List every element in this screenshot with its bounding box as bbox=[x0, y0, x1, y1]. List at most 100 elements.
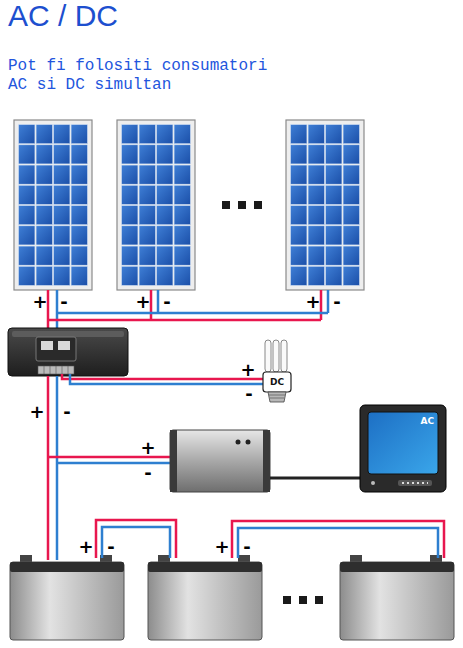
solar-cell bbox=[139, 185, 155, 204]
dot bbox=[254, 201, 262, 209]
solar-cell bbox=[157, 185, 173, 204]
solar-cell bbox=[19, 226, 35, 245]
solar-cell bbox=[174, 206, 190, 225]
panel-frame bbox=[286, 120, 364, 290]
solar-cell bbox=[36, 226, 52, 245]
solar-cell bbox=[19, 206, 35, 225]
solar-cell bbox=[139, 145, 155, 164]
polarity-mark: + bbox=[29, 402, 44, 422]
solar-panel bbox=[117, 120, 195, 290]
solar-panel bbox=[286, 120, 364, 290]
solar-cell bbox=[36, 125, 52, 144]
solar-cell bbox=[54, 266, 70, 285]
battery-lid bbox=[10, 562, 124, 572]
solar-cell bbox=[139, 125, 155, 144]
solar-cell bbox=[174, 185, 190, 204]
solar-cell bbox=[19, 145, 35, 164]
polarity-mark: + bbox=[305, 292, 320, 312]
blue-wire bbox=[56, 290, 59, 328]
battery-body bbox=[148, 562, 262, 640]
page-title: AC / DC bbox=[8, 0, 118, 32]
solar-cell bbox=[54, 206, 70, 225]
charge-controller bbox=[8, 328, 128, 376]
battery-lid bbox=[340, 562, 454, 572]
dot bbox=[315, 596, 323, 604]
polarity-mark: - bbox=[107, 537, 114, 557]
display-segment bbox=[58, 341, 70, 350]
solar-cell bbox=[71, 165, 87, 184]
tv-buttons bbox=[402, 482, 428, 484]
solar-cell bbox=[291, 145, 307, 164]
solar-cell bbox=[54, 165, 70, 184]
polarity-mark: + bbox=[140, 438, 155, 458]
lamp-screw bbox=[268, 392, 286, 402]
tv-body bbox=[360, 405, 446, 492]
solar-cell bbox=[122, 266, 138, 285]
solar-cell bbox=[343, 266, 359, 285]
controller-bevel bbox=[12, 331, 124, 337]
solar-cell bbox=[122, 206, 138, 225]
solar-cell bbox=[174, 125, 190, 144]
solar-cell bbox=[54, 125, 70, 144]
solar-cell bbox=[36, 165, 52, 184]
polarity-mark: + bbox=[135, 292, 150, 312]
dot bbox=[238, 201, 246, 209]
terminal-separators bbox=[44, 366, 68, 374]
solar-cell bbox=[291, 246, 307, 265]
solar-cell bbox=[174, 145, 190, 164]
lamp-base-label: DC bbox=[264, 374, 290, 390]
polarity-mark: - bbox=[144, 463, 151, 483]
inverter-body bbox=[170, 430, 270, 492]
solar-panels bbox=[14, 120, 364, 290]
ac-cable bbox=[270, 477, 360, 480]
solar-cell bbox=[122, 145, 138, 164]
tv-screen-box: AC bbox=[368, 412, 438, 474]
red-wire bbox=[48, 290, 321, 320]
solar-cell bbox=[71, 145, 87, 164]
lamp-tube bbox=[265, 340, 271, 372]
red-wire bbox=[96, 520, 176, 558]
polarity-mark: - bbox=[333, 292, 340, 312]
solar-cell bbox=[326, 165, 342, 184]
lamp-wires bbox=[62, 374, 264, 384]
solar-panel bbox=[14, 120, 92, 290]
solar-cell bbox=[122, 125, 138, 144]
solar-cell bbox=[291, 206, 307, 225]
battery bbox=[10, 555, 124, 640]
node-label: DC bbox=[264, 376, 290, 388]
solar-cell bbox=[157, 165, 173, 184]
solar-cell bbox=[71, 125, 87, 144]
solar-cell bbox=[54, 185, 70, 204]
polarity-mark: - bbox=[163, 292, 170, 312]
solar-cell bbox=[308, 125, 324, 144]
solar-cell bbox=[139, 165, 155, 184]
solar-cell bbox=[343, 145, 359, 164]
solar-cell bbox=[326, 226, 342, 245]
blue-wire bbox=[56, 376, 59, 560]
solar-cell bbox=[139, 246, 155, 265]
blue-wire bbox=[238, 528, 438, 558]
battery bbox=[340, 555, 454, 640]
solar-cell bbox=[122, 226, 138, 245]
solar-cell bbox=[36, 145, 52, 164]
polarity-mark: + bbox=[78, 537, 93, 557]
polarity-mark: - bbox=[243, 537, 250, 557]
solar-cell bbox=[122, 185, 138, 204]
controller-terminals bbox=[38, 366, 74, 374]
solar-cell bbox=[19, 185, 35, 204]
solar-cell bbox=[308, 145, 324, 164]
polarity-mark: + bbox=[214, 537, 229, 557]
solar-cell bbox=[19, 125, 35, 144]
solar-cell bbox=[343, 165, 359, 184]
dc-lamp bbox=[263, 340, 291, 402]
inverter-cap bbox=[170, 430, 177, 492]
solar-cell bbox=[157, 125, 173, 144]
blue-wire bbox=[57, 462, 170, 465]
solar-cell bbox=[308, 226, 324, 245]
red-wire bbox=[62, 374, 264, 379]
dot bbox=[283, 596, 291, 604]
solar-cell bbox=[36, 185, 52, 204]
battery-body bbox=[340, 562, 454, 640]
inverter-cap bbox=[263, 430, 270, 492]
solar-cell bbox=[326, 185, 342, 204]
